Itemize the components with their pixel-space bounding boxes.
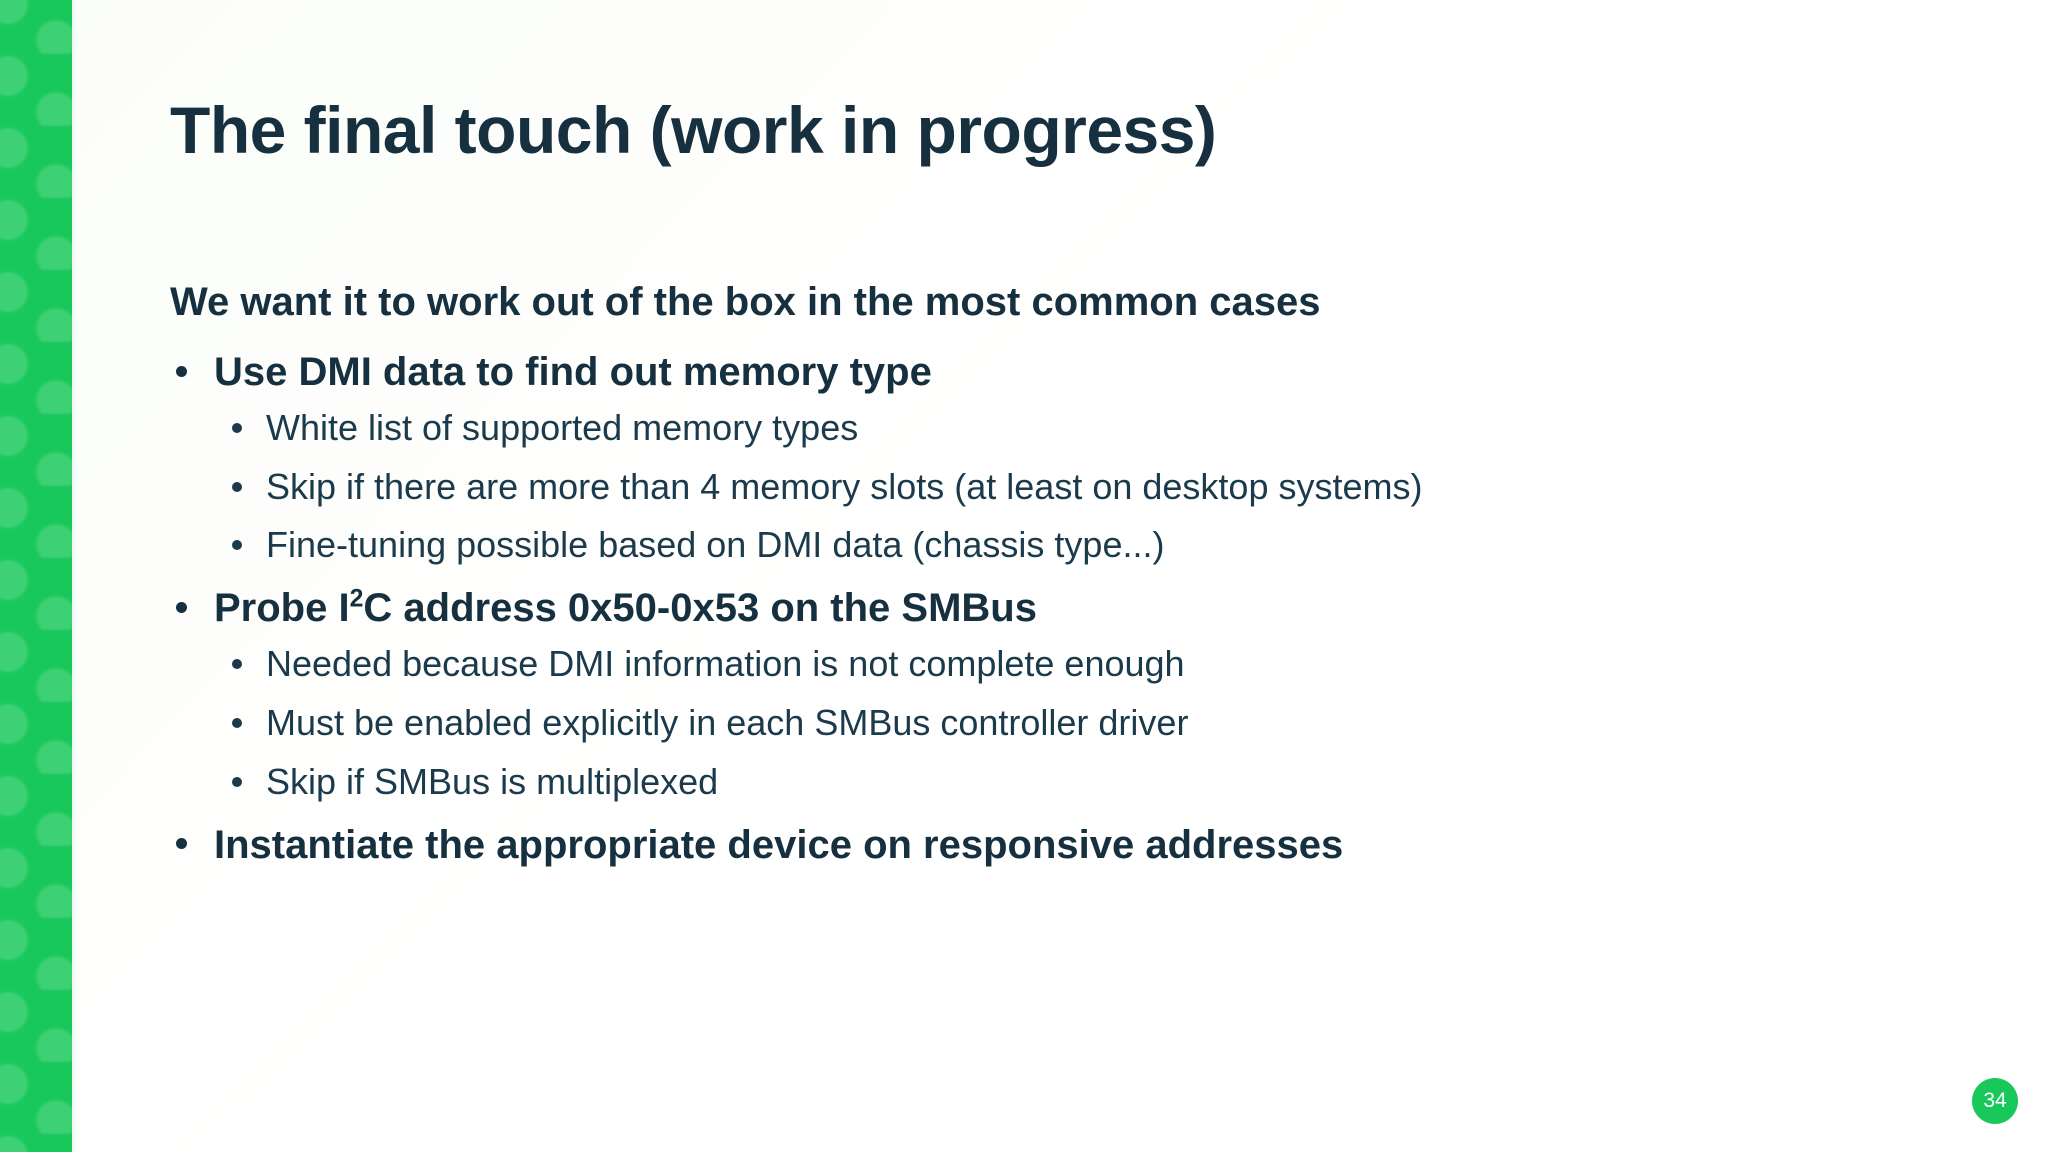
sub-bullet-list-1: White list of supported memory types Ski… [214,405,2008,569]
lead-statement: We want it to work out of the box in the… [170,280,1321,324]
sub-bullet-item-1-1-label: White list of supported memory types [266,406,859,448]
body-block: We want it to work out of the box in the… [170,280,2008,880]
sub-bullet-item-1-3-label: Fine-tuning possible based on DMI data (… [266,524,1165,566]
sub-bullet-item-2-3-label: Skip if SMBus is multiplexed [266,760,719,802]
bullet-item-2: Probe I2C address 0x50-0x53 on the SMBus… [170,581,2008,805]
bullet-dot-icon [176,838,187,850]
bullet-list: Use DMI data to find out memory type Whi… [170,345,2008,872]
slide-content: The final touch (work in progress) We wa… [170,0,2008,1152]
sub-bullet-item-1-1: White list of supported memory types [214,405,2008,452]
sidebar-edge-gradient [72,0,78,1152]
bullet-item-3: Instantiate the appropriate device on re… [170,818,2008,872]
bullet-dot-icon [176,365,187,377]
bullet-dot-icon [232,717,242,728]
dot-pattern-texture [0,0,72,1152]
sub-bullet-item-2-1-label: Needed because DMI information is not co… [266,643,1185,685]
page-number-badge: 34 [1972,1078,2018,1124]
sub-bullet-list-2: Needed because DMI information is not co… [214,641,2008,805]
sub-bullet-item-1-3: Fine-tuning possible based on DMI data (… [214,522,2008,569]
sub-bullet-item-2-1: Needed because DMI information is not co… [214,641,2008,688]
sub-bullet-item-1-2-label: Skip if there are more than 4 memory slo… [266,465,1423,507]
bullet-dot-icon [232,540,242,551]
sub-bullet-item-1-2: Skip if there are more than 4 memory slo… [214,464,2008,511]
bullet-dot-icon [176,601,187,613]
bullet-dot-icon [232,776,242,787]
sub-bullet-item-2-3: Skip if SMBus is multiplexed [214,759,2008,806]
page-title: The final touch (work in progress) [170,93,1217,167]
bullet-item-2-label-after: C address 0x50-0x53 on the SMBus [363,586,1037,631]
bullet-item-1-label: Use DMI data to find out memory type [214,349,932,394]
sub-bullet-item-2-2-label: Must be enabled explicitly in each SMBus… [266,701,1189,743]
bullet-dot-icon [232,422,242,433]
bullet-dot-icon [232,481,242,492]
bullet-dot-icon [232,659,242,670]
bullet-item-2-label-before: Probe I [214,586,350,631]
bullet-item-1: Use DMI data to find out memory type Whi… [170,345,2008,569]
sub-bullet-item-2-2: Must be enabled explicitly in each SMBus… [214,700,2008,747]
bullet-item-3-label: Instantiate the appropriate device on re… [214,822,1344,867]
bullet-item-2-superscript: 2 [349,585,364,613]
decorative-green-sidebar [0,0,72,1152]
bullet-item-2-label: Probe I2C address 0x50-0x53 on the SMBus [214,581,2008,635]
